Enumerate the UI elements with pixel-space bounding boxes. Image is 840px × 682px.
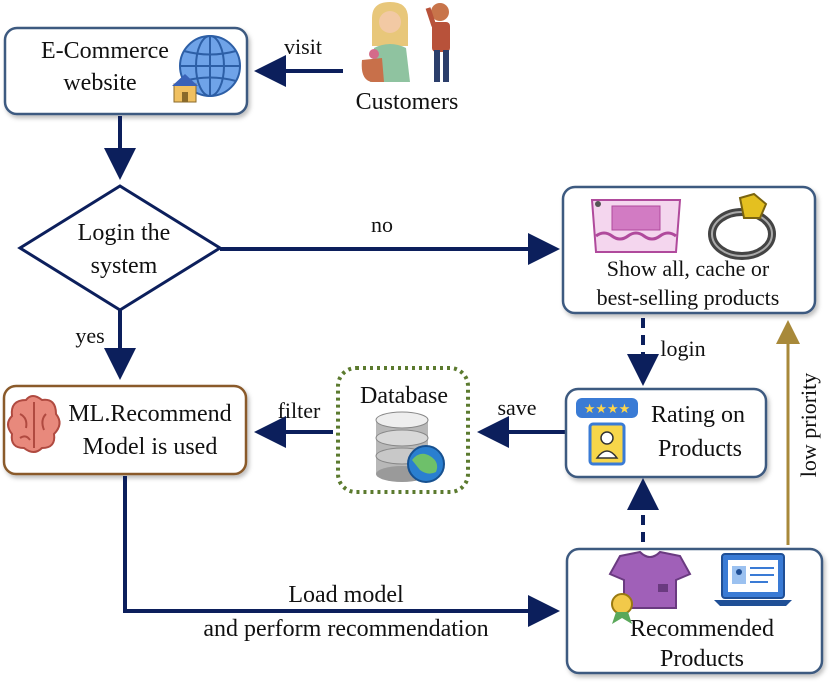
edge-no-label: no xyxy=(371,212,393,237)
edge-low-priority-label: low priority xyxy=(796,373,821,478)
edge-load-label-line2: and perform recommendation xyxy=(203,616,488,642)
edge-filter-label: filter xyxy=(278,398,321,423)
globe-icon xyxy=(172,35,241,103)
recommended-label-line2: Products xyxy=(660,646,744,672)
rating-label-line2: Products xyxy=(658,436,742,462)
recommended-label-line1: Recommended xyxy=(630,616,774,642)
rating-icon: ★★★★ xyxy=(576,398,638,466)
show-all-label-line1: Show all, cache or xyxy=(607,256,770,281)
shirt-award-icon xyxy=(608,550,692,624)
ml-model-label-line1: ML.Recommend xyxy=(68,401,231,427)
edge-save-label: save xyxy=(497,395,536,420)
edge-no: no xyxy=(220,212,560,265)
svg-text:★★★★: ★★★★ xyxy=(584,402,631,417)
customers-node: Customers xyxy=(356,2,459,115)
database-node: Database xyxy=(336,366,470,494)
customers-label: Customers xyxy=(356,89,459,115)
ring-icon xyxy=(708,192,776,260)
edge-visit: visit xyxy=(254,34,343,87)
login-label-line1: Login the xyxy=(78,220,171,246)
edge-login-label: login xyxy=(660,336,705,361)
edge-yes-label: yes xyxy=(75,323,104,348)
edge-save: save xyxy=(477,395,566,448)
database-label: Database xyxy=(360,383,448,409)
edge-load-model: Load model and perform recommendation xyxy=(123,476,560,642)
edge-low-priority: low priority xyxy=(776,320,821,545)
brain-icon xyxy=(7,395,61,453)
laptop-profile-icon xyxy=(714,553,792,606)
purse-icon xyxy=(590,199,682,253)
edge-yes: yes xyxy=(75,310,136,380)
edge-load-label-line1: Load model xyxy=(288,582,404,608)
login-label-line2: system xyxy=(91,253,158,279)
recommended-node: Recommended Products xyxy=(565,547,824,675)
edge-login: login xyxy=(627,318,706,386)
ml-model-node: ML.Recommend Model is used xyxy=(2,384,248,476)
edge-visit-label: visit xyxy=(284,34,322,59)
ml-model-label-line2: Model is used xyxy=(83,434,218,460)
ecommerce-label-line2: website xyxy=(63,70,136,96)
customers-icon xyxy=(361,2,450,82)
edge-filter: filter xyxy=(254,398,333,448)
ecommerce-label-line1: E-Commerce xyxy=(41,38,169,64)
rating-node: ★★★★ Rating on Products xyxy=(564,387,768,479)
show-all-node: Show all, cache or best-selling products xyxy=(561,185,817,315)
show-all-label-line2: best-selling products xyxy=(597,285,780,310)
ecommerce-node: E-Commerce website xyxy=(3,26,249,116)
login-node: Login the system xyxy=(17,184,223,312)
database-icon xyxy=(375,411,445,483)
rating-label-line1: Rating on xyxy=(651,402,745,428)
